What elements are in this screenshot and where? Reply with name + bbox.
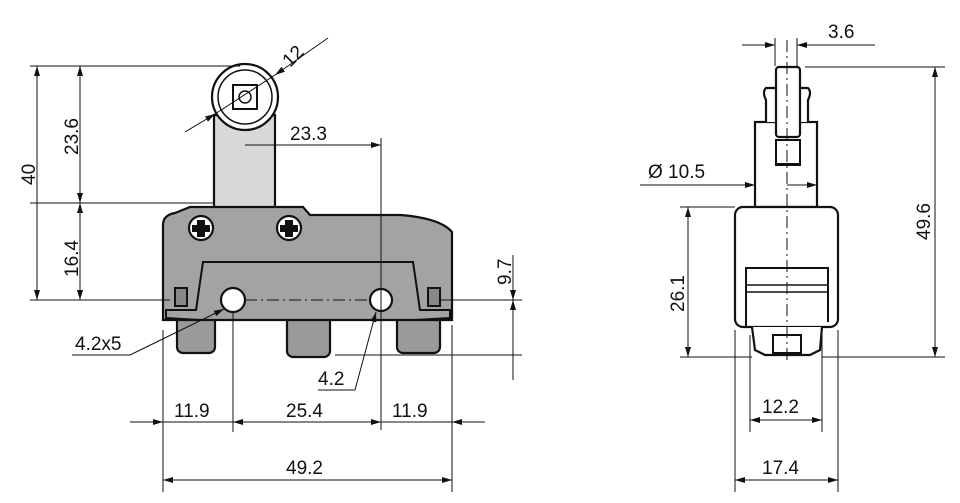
dim-overall-height: 40 xyxy=(19,164,40,185)
screw-icon xyxy=(275,214,303,242)
dim-body-height: 16.4 xyxy=(62,240,83,277)
terminal-left xyxy=(175,314,217,355)
dim-edge-right: 11.9 xyxy=(392,401,428,422)
dim-roller-height: 23.6 xyxy=(62,118,83,155)
mounting-hole-left xyxy=(219,286,247,314)
dim-terminal-offset: 9.7 xyxy=(495,259,516,285)
dim-roller-width: 3.6 xyxy=(828,22,854,43)
dim-hole-left: 4.2x5 xyxy=(75,334,121,355)
side-view: 3.6 Ø 10.5 49.6 26.1 12.2 17.4 xyxy=(640,22,945,492)
dim-hole-right: 4.2 xyxy=(318,369,344,390)
front-view: 40 23.6 16.4 12 23.3 9.7 4.2x5 4.2 11.9 … xyxy=(19,37,522,492)
dim-roller-dia: 12 xyxy=(279,42,309,72)
dim-side-body-width: 17.4 xyxy=(762,458,799,479)
terminal-center xyxy=(285,314,332,359)
terminal-right xyxy=(395,314,442,355)
dim-side-body-height: 26.1 xyxy=(668,275,689,312)
dim-roller-offset: 23.3 xyxy=(290,124,327,145)
dim-overall-width: 49.2 xyxy=(286,458,323,479)
side-roller xyxy=(774,65,802,139)
dim-terminal-width: 12.2 xyxy=(762,397,799,418)
screw-icon xyxy=(187,214,215,242)
dim-hole-pitch: 25.4 xyxy=(286,401,323,422)
dim-side-overall-height: 49.6 xyxy=(914,203,935,240)
dim-edge-left: 11.9 xyxy=(174,401,210,422)
dim-bushing-dia: Ø 10.5 xyxy=(648,162,705,183)
